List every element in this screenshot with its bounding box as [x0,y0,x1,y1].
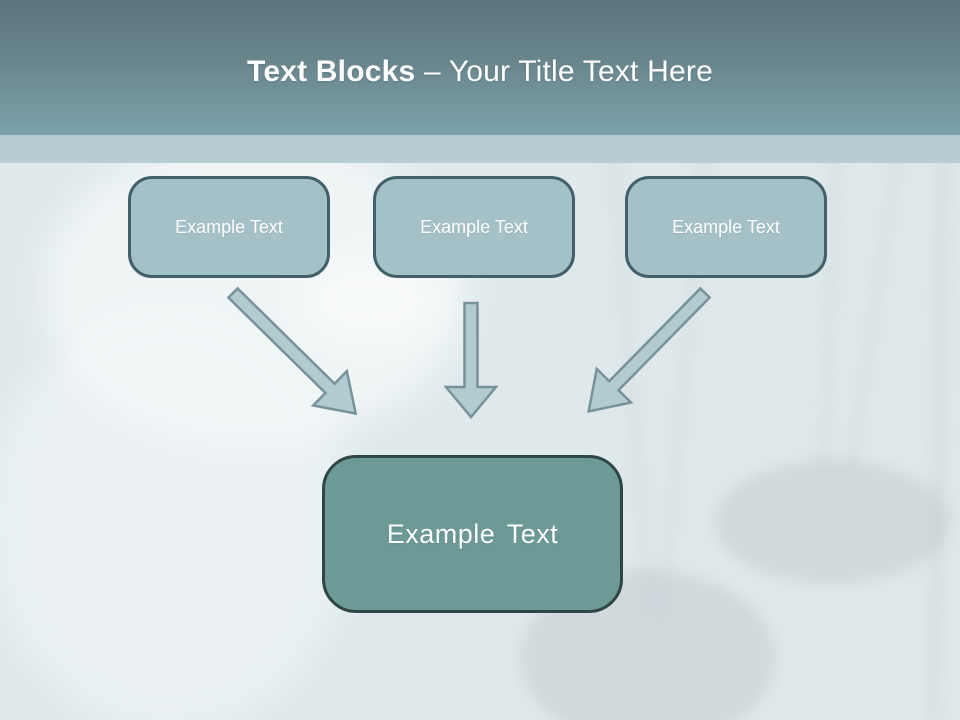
result-block: Example Text [322,455,623,613]
slide-title: Text Blocks – Your Title Text Here [0,55,960,89]
text-block-label: Example Text [420,216,528,237]
result-block-label: Example Text [386,518,559,549]
title-text-bold: Text Blocks [247,55,416,88]
text-block-label: Example Text [175,216,283,237]
header-accent-band [0,135,960,163]
text-block-label: Example Text [672,216,780,237]
scale-pan [714,460,950,584]
text-block-3: Example Text [625,176,827,278]
title-bar: Text Blocks – Your Title Text Here [0,0,960,135]
text-block-1: Example Text [128,176,330,278]
text-block-2: Example Text [373,176,575,278]
title-text-regular: – Your Title Text Here [423,55,713,88]
